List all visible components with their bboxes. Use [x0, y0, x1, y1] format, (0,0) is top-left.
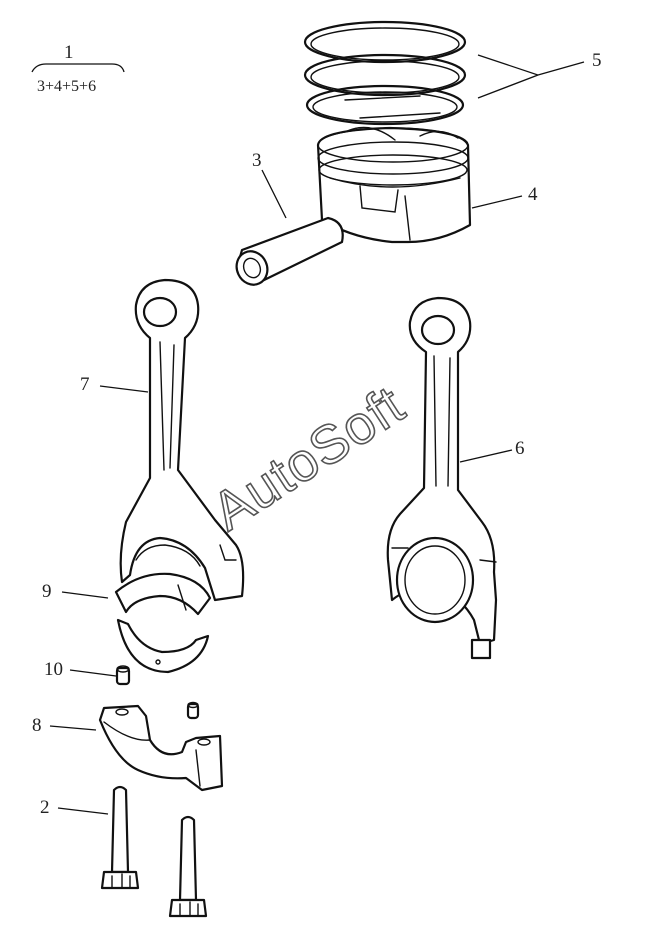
callout-connecting-rod-body: 7 [80, 374, 90, 395]
connecting-rod-body [119, 278, 245, 602]
callout-dowel-pin: 10 [44, 659, 63, 680]
callout-bearing-cap: 8 [32, 715, 42, 736]
connecting-rod-assembled [386, 296, 498, 660]
piston [316, 126, 472, 244]
assembly-bracket [31, 63, 125, 73]
callout-connecting-rod-assembled: 6 [515, 438, 525, 459]
piston-pin [235, 216, 344, 286]
cap-bolts [100, 785, 208, 918]
bearing-cap [98, 704, 224, 792]
callout-cap-bolt: 2 [40, 797, 50, 818]
assembly-formula: 3+4+5+6 [37, 78, 96, 95]
callout-piston: 4 [528, 184, 538, 205]
bearing-shells [114, 572, 212, 674]
assembly-label: 1 3+4+5+6 [31, 42, 125, 95]
callout-bearing-shells: 9 [42, 581, 52, 602]
piston-rings [303, 20, 467, 126]
leader-lines [49, 54, 585, 815]
callout-piston-rings: 5 [592, 50, 602, 71]
dowel-pins [115, 665, 200, 720]
watermark: AutoSoft [202, 375, 415, 542]
assembly-number: 1 [64, 42, 74, 63]
callout-piston-pin: 3 [252, 150, 262, 171]
